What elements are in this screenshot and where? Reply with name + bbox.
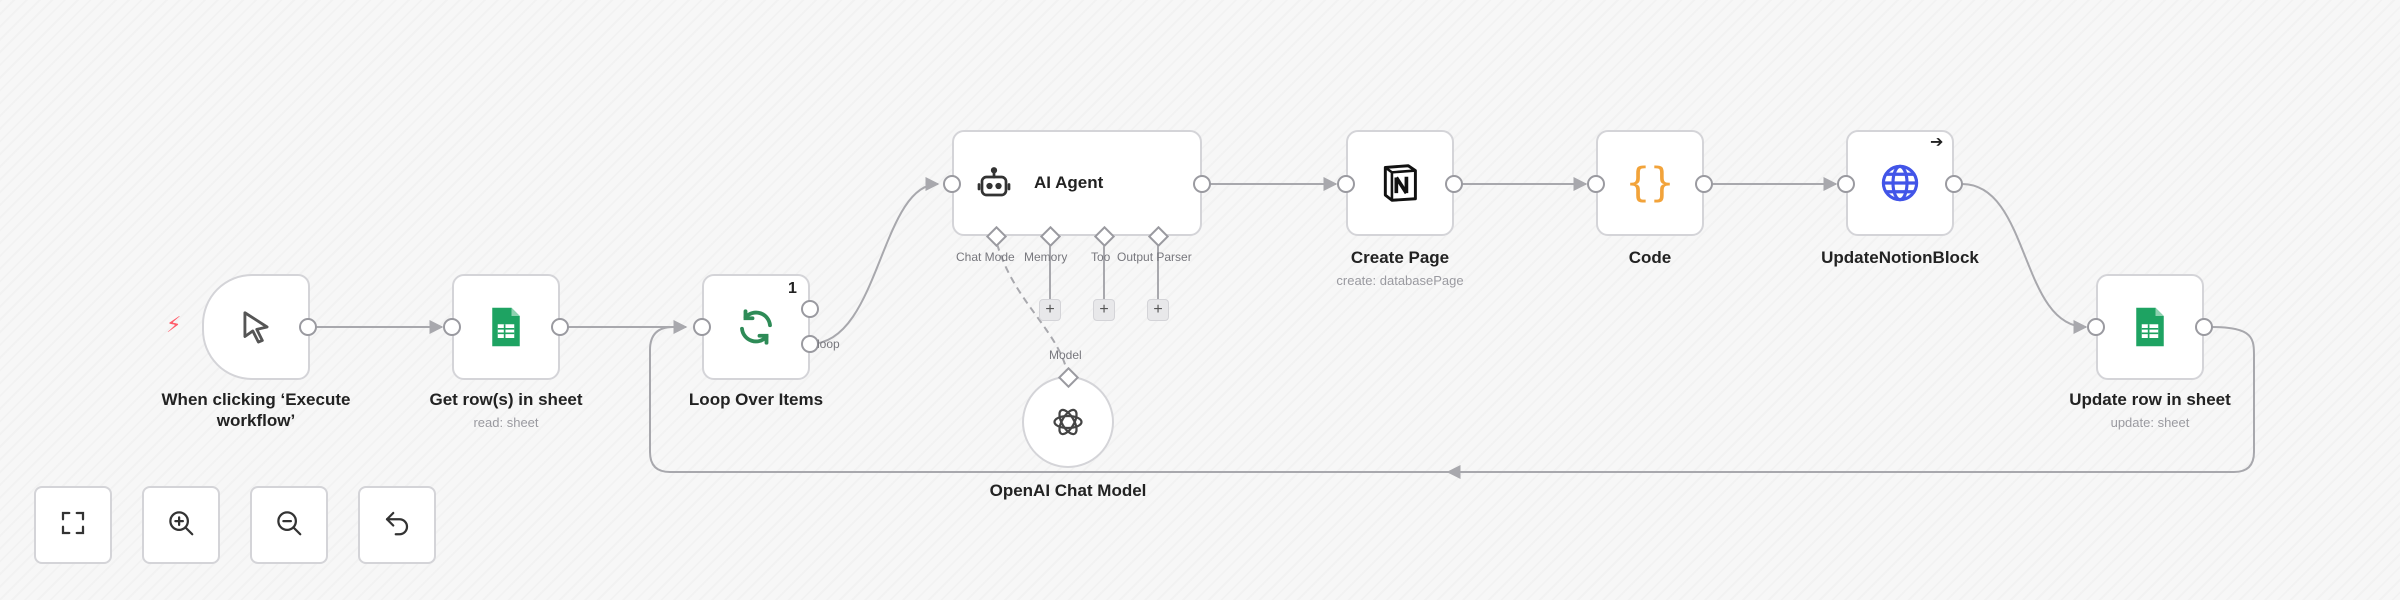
get-rows-input-port[interactable] (443, 318, 461, 336)
memory-label: Memory (1024, 250, 1068, 264)
update-notion-input-port[interactable] (1837, 175, 1855, 193)
get-rows-subtitle: read: sheet (473, 415, 539, 430)
openai-model-port-label: Model (1049, 348, 1082, 362)
wire-loop-to-agent (809, 177, 940, 345)
add-memory-button[interactable]: + (1039, 299, 1061, 321)
reset-zoom-button[interactable] (358, 486, 436, 564)
zoom-out-icon (274, 508, 304, 543)
zoom-out-button[interactable] (250, 486, 328, 564)
loop-port-label: loop (817, 337, 840, 351)
ai-agent-output-port[interactable] (1193, 175, 1211, 193)
create-page-title: Create Page (1350, 248, 1450, 267)
get-rows-title: Get row(s) in sheet (429, 390, 583, 409)
update-notion-title: UpdateNotionBlock (1821, 248, 1979, 267)
robot-icon (976, 165, 1012, 201)
ai-agent-input-port[interactable] (943, 175, 961, 193)
create-page-node[interactable] (1346, 130, 1454, 236)
code-output-port[interactable] (1695, 175, 1713, 193)
wire-update-row-back-to-loop (649, 326, 2256, 473)
loop-node[interactable] (702, 274, 810, 380)
update-row-output-port[interactable] (2195, 318, 2213, 336)
trigger-bolt-icon: ⚡ (166, 312, 182, 337)
loop-input-port[interactable] (693, 318, 711, 336)
update-row-title: Update row in sheet (2069, 390, 2231, 409)
code-title: Code (1628, 248, 1672, 267)
globe-icon (1879, 162, 1921, 204)
openai-chat-model-node[interactable] (1022, 376, 1114, 468)
openai-title: OpenAI Chat Model (989, 481, 1147, 500)
update-row-subtitle: update: sheet (2110, 415, 2190, 430)
wire-update-notion-to-update-row (1961, 183, 2088, 334)
google-sheets-icon (489, 305, 523, 349)
loop-done-port[interactable] (801, 300, 819, 318)
refresh-icon (735, 306, 777, 348)
code-braces-icon: {} (1625, 160, 1675, 206)
reset-zoom-icon (382, 508, 412, 543)
add-output-parser-button[interactable]: + (1147, 299, 1169, 321)
zoom-in-icon (166, 508, 196, 543)
output-parser-label: Output Parser (1117, 250, 1192, 264)
get-rows-node[interactable] (452, 274, 560, 380)
chat-model-label: Chat Mode (956, 250, 1015, 264)
run-indicator-icon: ➔ (1930, 134, 1944, 151)
loop-run-count: 1 (788, 280, 797, 297)
create-page-subtitle: create: databasePage (1336, 273, 1464, 288)
openai-icon (1050, 404, 1086, 440)
loop-loop-port[interactable] (801, 335, 819, 353)
code-node[interactable]: {} (1596, 130, 1704, 236)
fit-view-icon (58, 508, 88, 543)
add-tool-button[interactable]: + (1093, 299, 1115, 321)
create-page-output-port[interactable] (1445, 175, 1463, 193)
get-rows-output-port[interactable] (551, 318, 569, 336)
ai-agent-node[interactable]: AI Agent (952, 130, 1202, 236)
wire-openai-to-agent (994, 235, 1069, 377)
loop-title: Loop Over Items (688, 390, 824, 409)
update-row-input-port[interactable] (2087, 318, 2105, 336)
google-sheets-icon (2133, 305, 2167, 349)
trigger-output-port[interactable] (299, 318, 317, 336)
tool-label: Too (1091, 250, 1111, 264)
ai-agent-title: AI Agent (1034, 173, 1104, 192)
zoom-in-button[interactable] (142, 486, 220, 564)
trigger-node[interactable] (202, 274, 310, 380)
trigger-title: When clicking ‘Execute workflow’ (161, 390, 351, 430)
create-page-input-port[interactable] (1337, 175, 1355, 193)
code-input-port[interactable] (1587, 175, 1605, 193)
mouse-pointer-icon (237, 308, 275, 346)
update-row-node[interactable] (2096, 274, 2204, 380)
fit-view-button[interactable] (34, 486, 112, 564)
notion-icon (1378, 161, 1422, 205)
update-notion-output-port[interactable] (1945, 175, 1963, 193)
